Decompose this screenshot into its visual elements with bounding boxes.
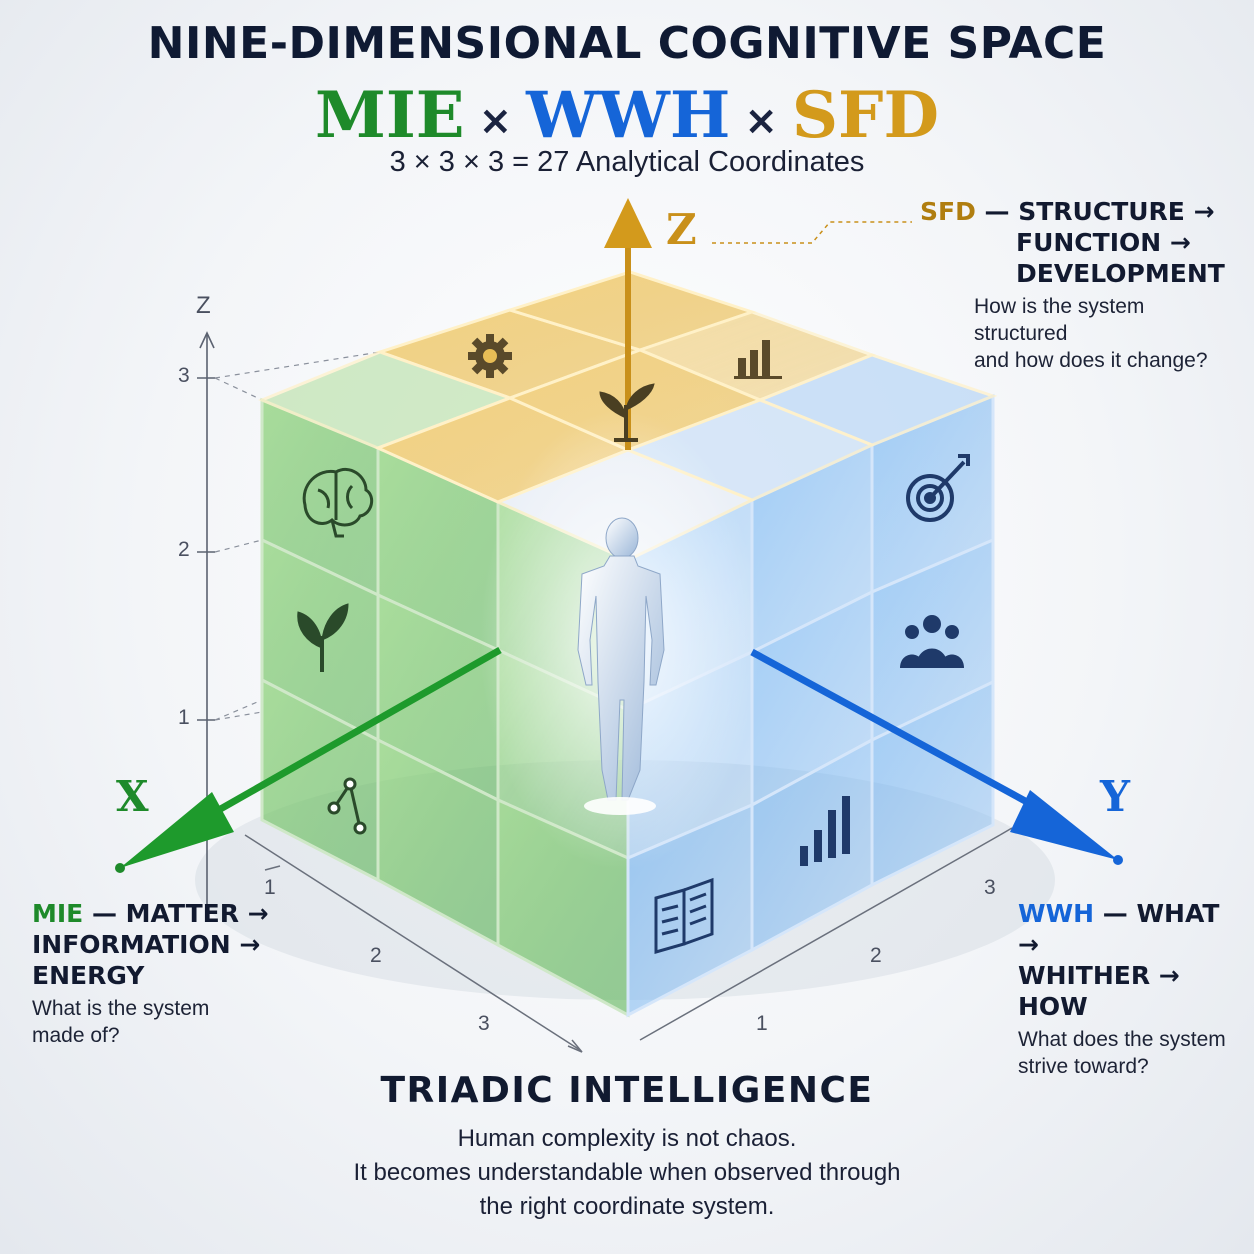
y-axis-arrow [750, 648, 1123, 865]
wwh-callout-question: What does the system [1018, 1028, 1226, 1051]
brain-icon [302, 467, 374, 538]
mie-callout: MIE — MATTER → INFORMATION → ENERGY What… [32, 898, 332, 1049]
sfd-callout: SFD — STRUCTURE → FUNCTION → DEVELOPMENT… [920, 196, 1240, 374]
wwh-callout-question: strive toward? [1018, 1055, 1149, 1078]
sfd-callout-question: How is the system structured [974, 295, 1145, 345]
wwh-callout-head-line: WHITHER → HOW [1018, 961, 1180, 1021]
mie-callout-question: made of? [32, 1024, 120, 1047]
mie-label: MIE [315, 78, 465, 153]
bar-chart-icon [734, 340, 782, 379]
wwh-callout-acronym: WWH [1018, 899, 1095, 928]
wwh-label: WWH [526, 78, 731, 153]
footer-title: TRIADIC INTELLIGENCE [380, 1070, 874, 1111]
y-axis-label: Y [1100, 772, 1130, 821]
x-tick: 2 [370, 944, 382, 967]
sfd-callout-head-line: DEVELOPMENT [1016, 259, 1225, 288]
y-tick: 1 [756, 1012, 768, 1035]
y-scale-axis [639, 827, 1013, 1041]
human-figure-icon [577, 517, 665, 815]
y-tick: 2 [870, 944, 882, 967]
mie-callout-acronym: MIE [32, 899, 84, 928]
times-sign: × [744, 97, 778, 144]
open-book-icon [654, 877, 714, 954]
footer-line: the right coordinate system. [479, 1193, 775, 1220]
wwh-callout: WWH — WHAT → WHITHER → HOW What does the… [1018, 898, 1248, 1080]
sfd-callout-head-line: — STRUCTURE → [975, 197, 1215, 226]
target-icon [906, 454, 970, 522]
bar-chart-icon [800, 796, 850, 866]
page-title: NINE-DIMENSIONAL COGNITIVE SPACE [147, 18, 1107, 69]
y-tick: 3 [984, 876, 996, 899]
sfd-leader-line [712, 221, 912, 244]
mie-callout-head-line: — MATTER → [83, 899, 269, 928]
z-axis-label: Z [666, 205, 697, 254]
x-axis-arrow [115, 646, 502, 873]
x-tick: 1 [264, 876, 276, 899]
sfd-label: SFD [791, 78, 939, 153]
wwh-callout-head-line: — WHAT → [1018, 899, 1220, 959]
x-scale-axis [244, 834, 583, 1053]
leaf-icon [297, 603, 349, 672]
sfd-callout-head-line: FUNCTION → [1016, 228, 1191, 257]
dimension-formula: MIE × WWH × SFD [0, 78, 1254, 153]
times-sign: × [478, 97, 513, 144]
mie-callout-head-line: INFORMATION → [32, 930, 261, 959]
z-scale-label: Z [196, 292, 211, 319]
z-tick: 2 [178, 538, 190, 561]
coordinate-count: 3 × 3 × 3 = 27 Analytical Coordinates [389, 146, 865, 178]
z-tick: 3 [178, 364, 190, 387]
sprout-icon [599, 383, 655, 442]
z-tick: 1 [178, 706, 190, 729]
guide-lines [214, 351, 381, 721]
footer-line: Human complexity is not chaos. [457, 1125, 797, 1152]
footer-line: It becomes understandable when observed … [353, 1159, 901, 1186]
people-icon [900, 615, 964, 668]
x-tick: 3 [478, 1012, 490, 1035]
mie-callout-head-line: ENERGY [32, 961, 145, 990]
sfd-callout-acronym: SFD [920, 197, 976, 226]
sfd-callout-question: and how does it change? [974, 349, 1208, 372]
network-icon [327, 777, 367, 835]
footer-text: Human complexity is not chaos. It become… [0, 1122, 1254, 1224]
x-axis-label: X [116, 772, 149, 821]
mie-callout-question: What is the system [32, 997, 210, 1020]
gear-icon [468, 334, 512, 378]
